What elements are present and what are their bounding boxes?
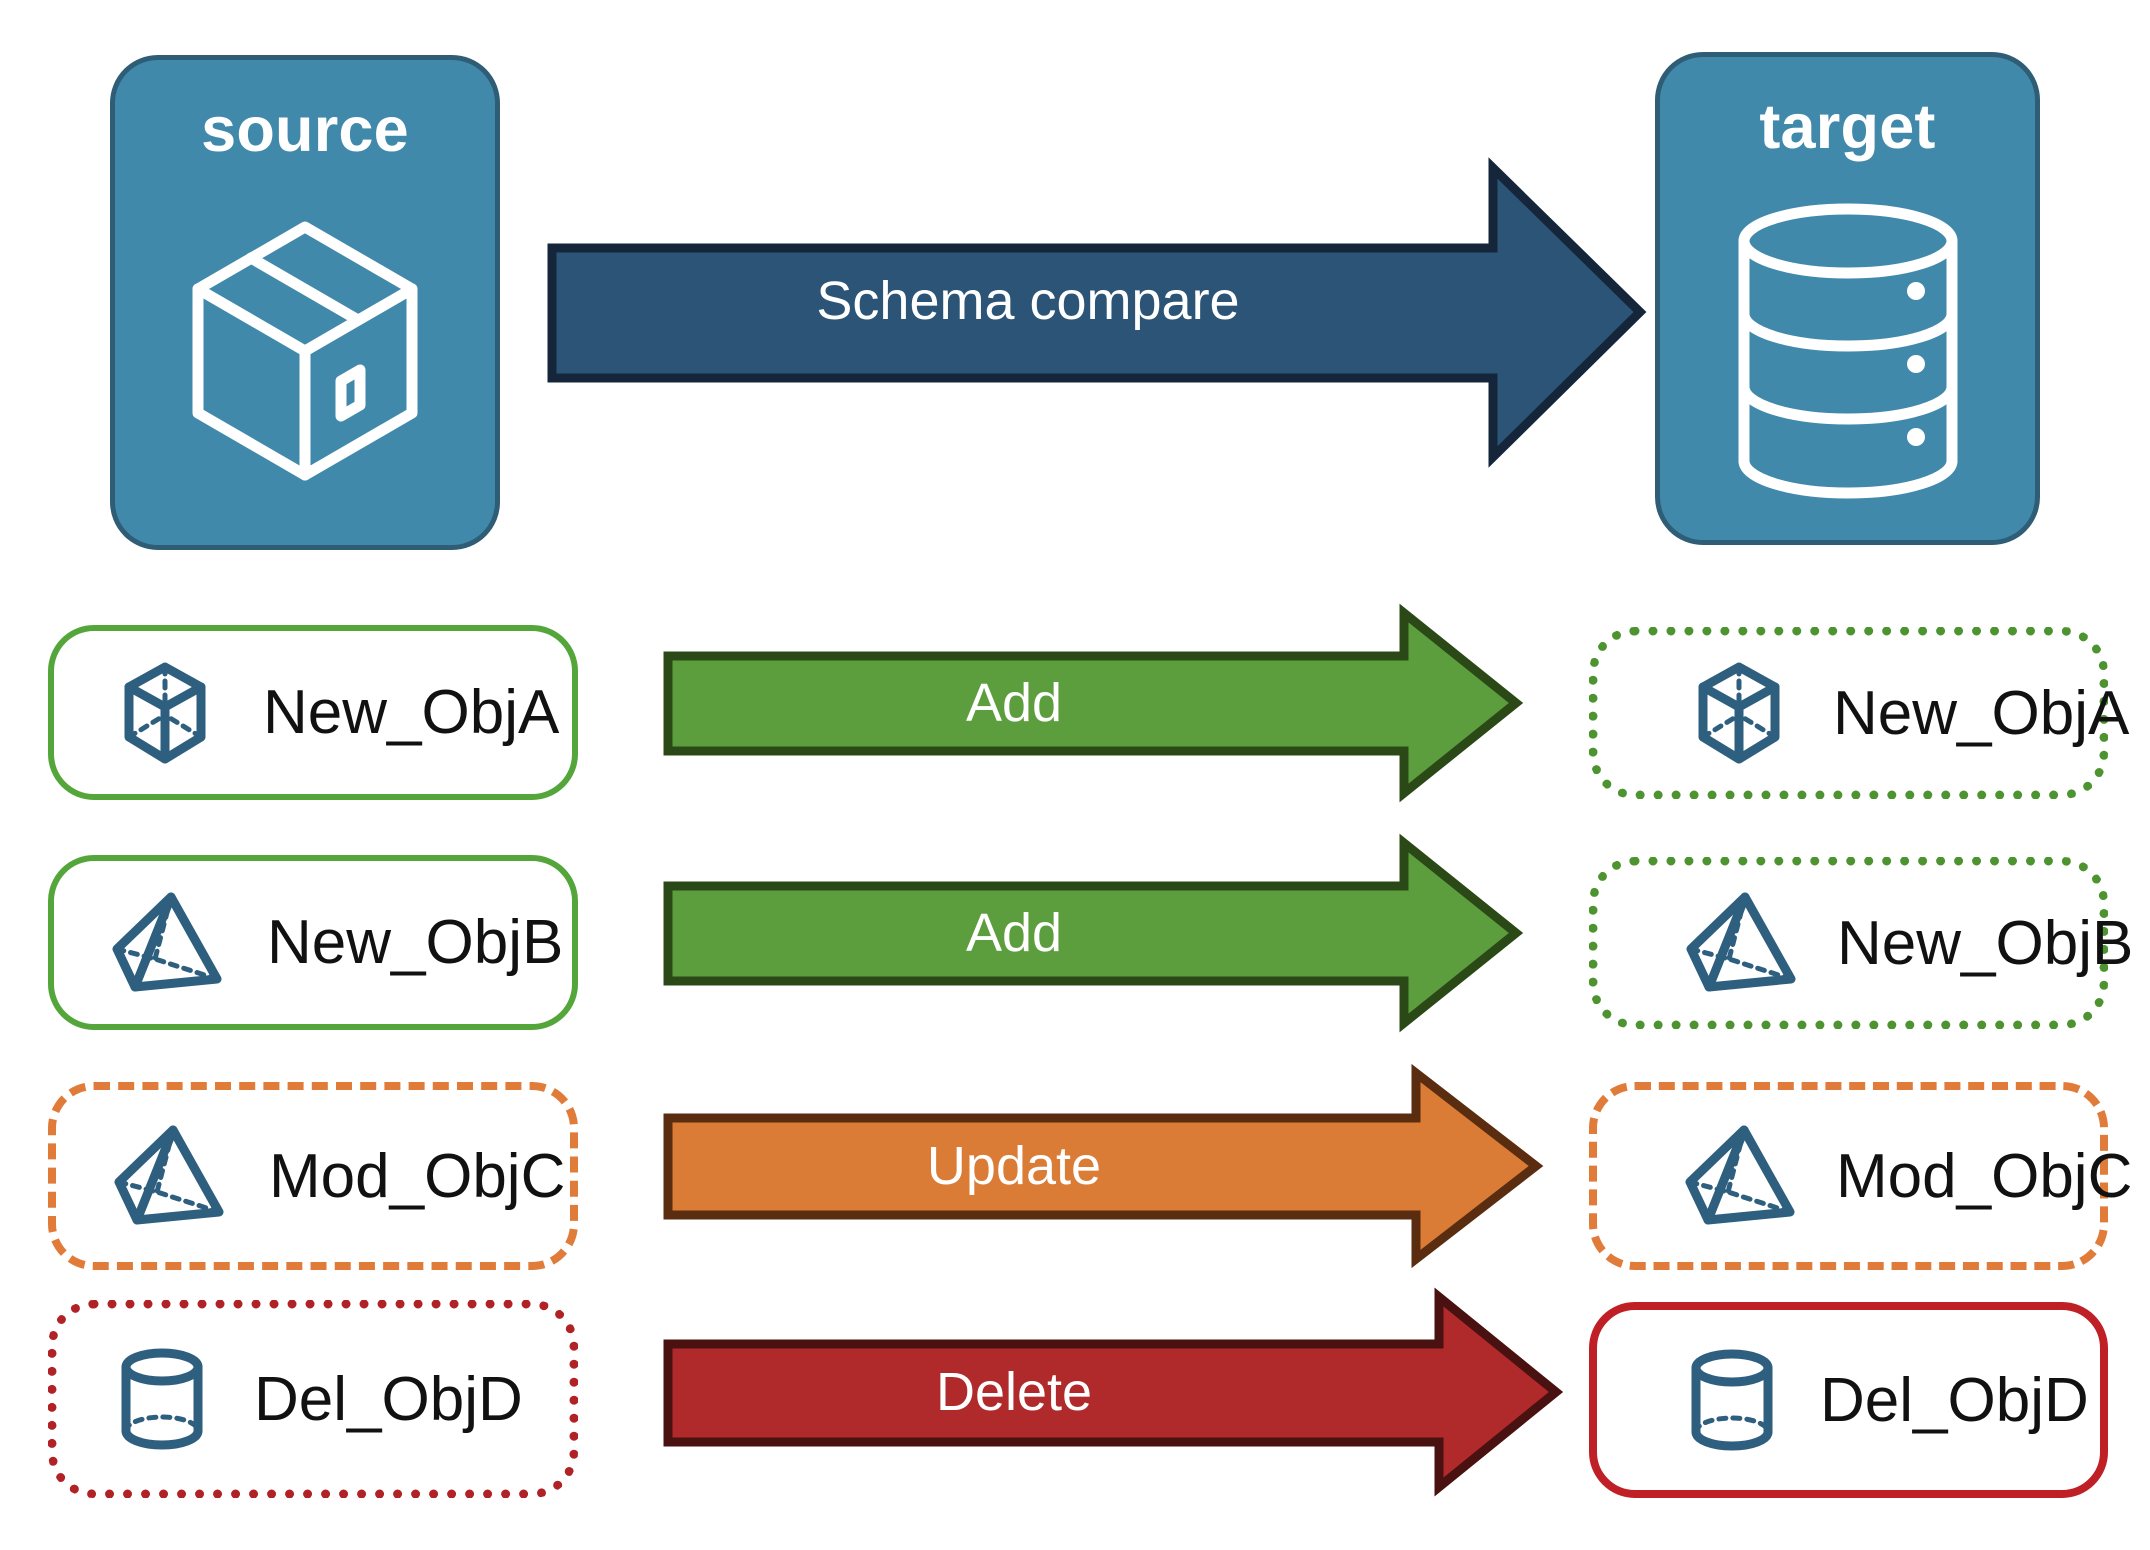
source-endpoint-card[interactable]: source xyxy=(110,55,500,550)
target-object-label-1: New_ObjA xyxy=(1833,678,2130,748)
target-endpoint-card[interactable]: target xyxy=(1655,52,2040,545)
wireframe-pyramid-icon xyxy=(109,887,225,999)
delete-arrow[interactable]: Delete xyxy=(663,1287,1564,1497)
wireframe-pyramid-icon xyxy=(111,1120,227,1232)
source-object-label-4: Del_ObjD xyxy=(254,1364,523,1434)
wireframe-pyramid-icon xyxy=(1682,1120,1798,1232)
target-object-card-2[interactable]: New_ObjB xyxy=(1589,857,2133,1029)
schema-compare-arrow[interactable]: Schema compare xyxy=(547,157,1648,468)
update-arrow[interactable]: Update xyxy=(663,1063,1544,1269)
target-object-label-3: Mod_ObjC xyxy=(1836,1141,2133,1211)
database-cylinder-icon xyxy=(1660,182,2035,520)
source-object-card-2[interactable]: New_ObjB xyxy=(48,855,578,1030)
wireframe-cylinder-icon xyxy=(112,1343,212,1455)
schema-compare-label: Schema compare xyxy=(816,271,1240,331)
wireframe-pyramid-icon xyxy=(1683,887,1799,999)
source-title: source xyxy=(201,95,409,165)
wireframe-cube-icon xyxy=(109,657,221,769)
source-object-card-4[interactable]: Del_ObjD xyxy=(48,1300,578,1498)
add-arrow-1[interactable]: Add xyxy=(663,603,1524,803)
source-object-label-2: New_ObjB xyxy=(267,908,564,977)
target-object-card-3[interactable]: Mod_ObjC xyxy=(1589,1082,2132,1270)
target-object-card-4[interactable]: Del_ObjD xyxy=(1589,1302,2108,1498)
wireframe-cube-icon xyxy=(1683,657,1795,769)
package-box-icon xyxy=(115,185,495,525)
target-object-label-2: New_ObjB xyxy=(1837,908,2134,978)
target-object-card-1[interactable]: New_ObjA xyxy=(1589,627,2129,799)
source-object-card-1[interactable]: New_ObjA xyxy=(48,625,578,800)
target-title: target xyxy=(1759,92,1936,162)
source-object-label-1: New_ObjA xyxy=(263,678,560,747)
wireframe-cylinder-icon xyxy=(1682,1344,1782,1456)
source-object-card-3[interactable]: Mod_ObjC xyxy=(48,1082,578,1270)
source-object-label-3: Mod_ObjC xyxy=(269,1141,566,1211)
add-arrow-2[interactable]: Add xyxy=(663,833,1524,1033)
target-object-label-4: Del_ObjD xyxy=(1820,1365,2089,1435)
